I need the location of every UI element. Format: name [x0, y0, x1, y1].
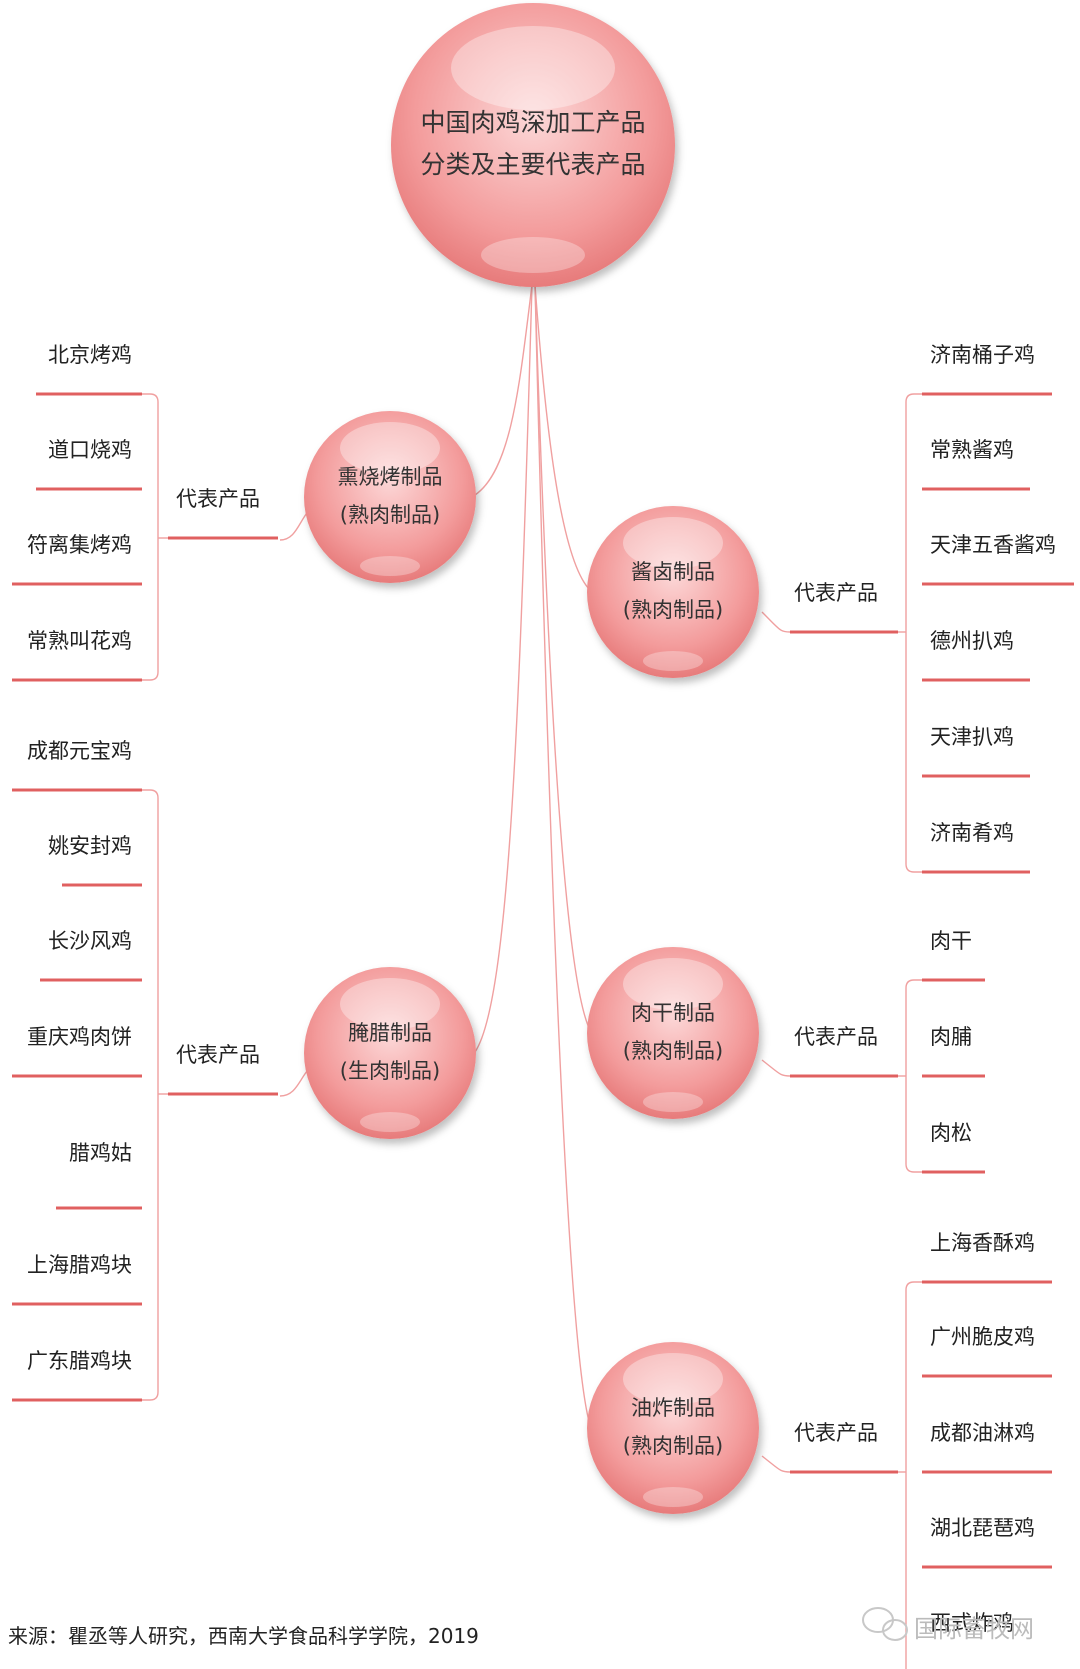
product-fried: 西式炸鸡 [930, 1611, 1014, 1635]
category-jerky-name: 肉干制品 [631, 1001, 715, 1025]
product-smoked: 常熟叫花鸡 [27, 629, 132, 653]
watermark: 国际畜牧网 [858, 1605, 1078, 1645]
bubble-jerky [587, 947, 759, 1119]
category-braised-name: 酱卤制品 [631, 560, 715, 584]
product-cured: 上海腊鸡块 [27, 1253, 132, 1277]
product-jerky: 肉松 [930, 1121, 972, 1145]
category-jerky: 肉干制品 (熟肉制品) [593, 994, 753, 1070]
branch-cured [12, 788, 319, 1402]
category-cured: 腌腊制品 (生肉制品) [310, 1014, 470, 1090]
root-title: 中国肉鸡深加工产品 分类及主要代表产品 [393, 102, 673, 186]
category-fried: 油炸制品 (熟肉制品) [593, 1389, 753, 1465]
category-smoked-type: (熟肉制品) [339, 503, 441, 527]
watermark-text: 国际畜牧网 [914, 1615, 1034, 1643]
product-smoked: 道口烧鸡 [48, 438, 132, 462]
root-title-line1: 中国肉鸡深加工产品 [420, 108, 646, 137]
category-braised: 酱卤制品 (熟肉制品) [593, 553, 753, 629]
category-smoked: 熏烧烤制品 (熟肉制品) [310, 458, 470, 534]
branch-jerky [761, 978, 985, 1174]
branch-smoked [12, 392, 319, 682]
branch-fried [761, 1280, 1052, 1669]
root-title-line2: 分类及主要代表产品 [420, 150, 646, 179]
branch-label-jerky: 代表产品 [794, 1025, 878, 1049]
product-braised: 天津扒鸡 [930, 725, 1014, 749]
branch-braised [761, 392, 1074, 874]
product-cured: 长沙风鸡 [48, 929, 132, 953]
root-connectors [474, 284, 591, 1426]
branch-label-braised: 代表产品 [794, 581, 878, 605]
bubble-cured [304, 967, 476, 1139]
product-fried: 上海香酥鸡 [930, 1231, 1035, 1255]
category-fried-type: (熟肉制品) [622, 1434, 724, 1458]
branch-label-smoked: 代表产品 [176, 487, 260, 511]
product-cured: 腊鸡姑 [69, 1141, 132, 1165]
product-smoked: 符离集烤鸡 [27, 533, 132, 557]
category-smoked-name: 熏烧烤制品 [337, 465, 443, 489]
root-bubble [391, 3, 675, 287]
product-braised: 济南桶子鸡 [930, 343, 1035, 367]
bubble-braised [587, 506, 759, 678]
product-smoked: 北京烤鸡 [48, 343, 132, 367]
product-fried: 成都油淋鸡 [930, 1421, 1035, 1445]
product-cured: 广东腊鸡块 [27, 1349, 132, 1373]
category-fried-name: 油炸制品 [631, 1396, 715, 1420]
branch-label-fried: 代表产品 [794, 1421, 878, 1445]
product-jerky: 肉干 [930, 929, 972, 953]
category-cured-name: 腌腊制品 [348, 1021, 432, 1045]
category-cured-type: (生肉制品) [339, 1059, 441, 1083]
category-jerky-type: (熟肉制品) [622, 1039, 724, 1063]
product-cured: 重庆鸡肉饼 [27, 1025, 132, 1049]
wechat-icon [862, 1607, 908, 1641]
source-note: 来源：瞿丞等人研究，西南大学食品科学学院，2019 [8, 1624, 479, 1648]
category-braised-type: (熟肉制品) [622, 598, 724, 622]
branch-label-cured: 代表产品 [176, 1043, 260, 1067]
product-cured: 成都元宝鸡 [27, 739, 132, 763]
product-jerky: 肉脯 [930, 1025, 972, 1049]
product-braised: 济南肴鸡 [930, 821, 1014, 845]
product-fried: 湖北琵琶鸡 [930, 1516, 1035, 1540]
product-fried: 广州脆皮鸡 [930, 1325, 1035, 1349]
product-braised: 天津五香酱鸡 [930, 533, 1056, 557]
product-braised: 德州扒鸡 [930, 629, 1014, 653]
bubble-smoked [304, 411, 476, 583]
product-braised: 常熟酱鸡 [930, 438, 1014, 462]
product-cured: 姚安封鸡 [48, 834, 132, 858]
bubble-fried [587, 1342, 759, 1514]
